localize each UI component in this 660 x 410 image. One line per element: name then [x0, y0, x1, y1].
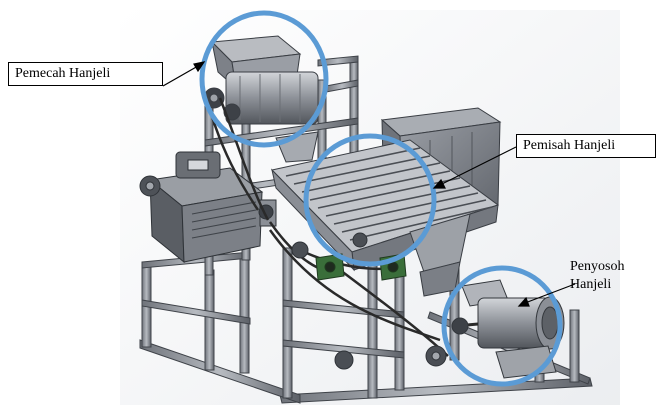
- arrow-penyosoh: [524, 283, 576, 304]
- label-pemecah-text: Pemecah Hanjeli: [15, 66, 111, 81]
- arrow-pemecah: [162, 65, 199, 87]
- label-penyosoh-hanjeli: Penyosoh Hanjeli: [566, 258, 654, 302]
- sieve-table: [271, 139, 500, 297]
- pulleys-lower: [291, 232, 447, 370]
- base-frame: [139, 247, 593, 404]
- label-penyosoh-line2: Hanjeli: [570, 277, 612, 292]
- label-penyosoh-line1: Penyosoh: [570, 259, 625, 274]
- penyosoh-unit: [451, 279, 565, 379]
- pointer-arrows: [162, 61, 576, 307]
- highlight-circles: [199, 10, 563, 387]
- label-pemisah-hanjeli: Pemisah Hanjeli: [516, 134, 656, 158]
- highlight-pemisah: [303, 133, 437, 267]
- highlight-penyosoh: [441, 265, 563, 387]
- engine-unit: [139, 151, 277, 264]
- arrow-pemisah: [439, 146, 517, 186]
- pemecah-unit: [203, 35, 319, 163]
- label-pemisah-text: Pemisah Hanjeli: [523, 138, 616, 153]
- label-pemecah-hanjeli: Pemecah Hanjeli: [8, 62, 163, 86]
- highlight-pemecah: [199, 10, 329, 148]
